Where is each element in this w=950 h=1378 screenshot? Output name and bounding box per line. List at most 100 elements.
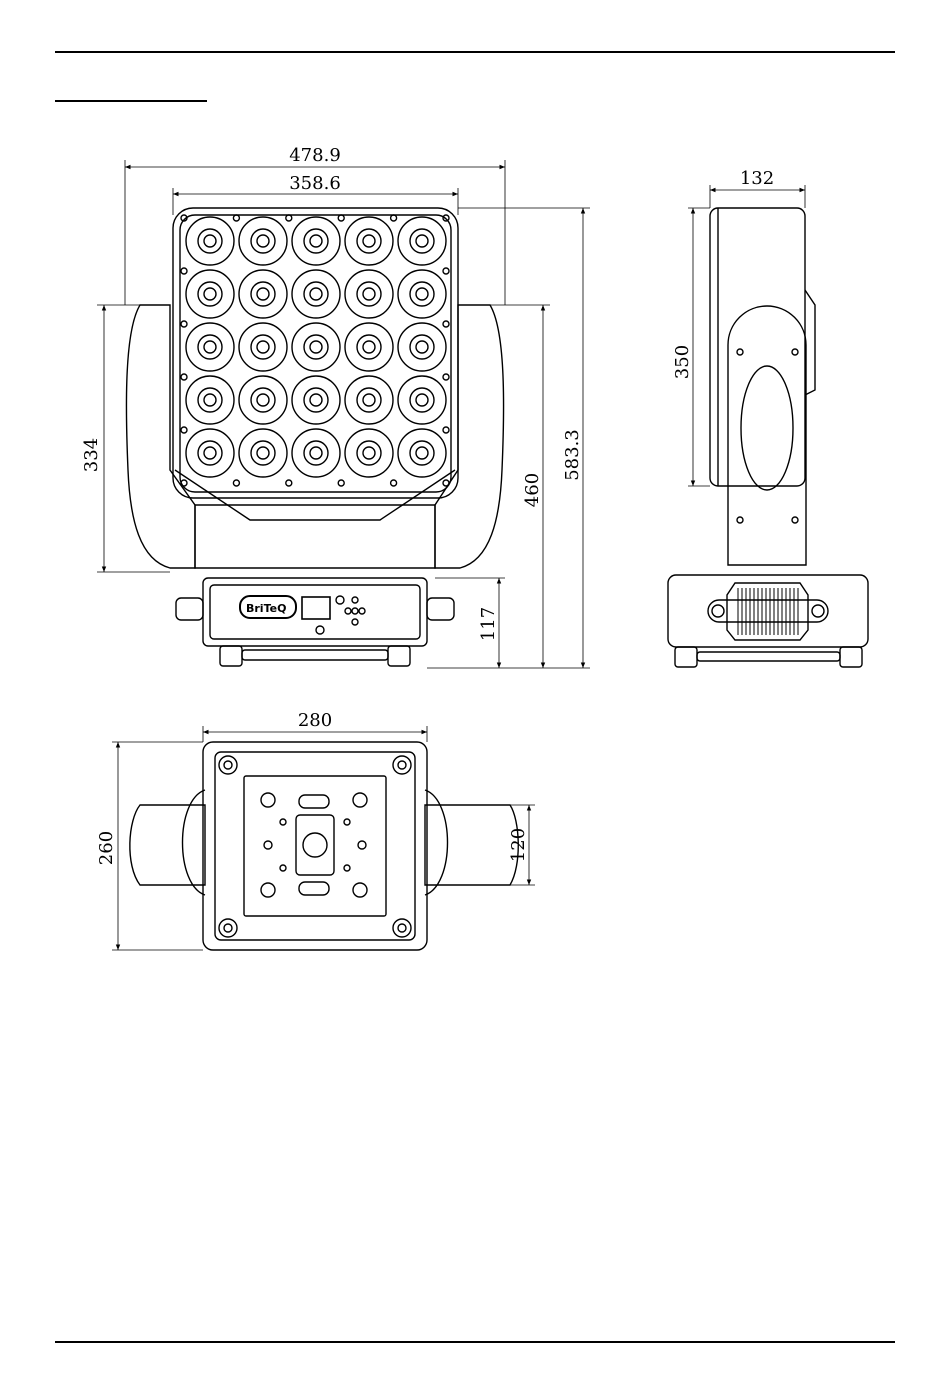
led-ring: [304, 229, 328, 253]
led-ring: [363, 288, 375, 300]
led-ring: [416, 235, 428, 247]
led-ring: [251, 388, 275, 412]
led-ring: [304, 335, 328, 359]
dim-head-width: 358.6: [289, 173, 341, 194]
screw: [391, 215, 397, 221]
led-ring: [204, 394, 216, 406]
led-ring: [310, 447, 322, 459]
led-ring: [410, 335, 434, 359]
led-lens: [186, 429, 234, 477]
led-ring: [416, 394, 428, 406]
led-ring: [198, 441, 222, 465]
led-ring: [363, 341, 375, 353]
led-ring: [257, 341, 269, 353]
screw: [181, 321, 187, 327]
side-base: [668, 575, 868, 647]
led-ring: [257, 288, 269, 300]
dim-yoke-height: 460: [522, 473, 543, 507]
left-base-handle: [176, 598, 203, 620]
led-ring: [304, 441, 328, 465]
led-lens: [398, 323, 446, 371]
led-ring: [357, 388, 381, 412]
led-lens: [345, 270, 393, 318]
led-ring: [204, 341, 216, 353]
led-ring: [204, 235, 216, 247]
screw: [443, 374, 449, 380]
led-lens: [398, 270, 446, 318]
side-head: [710, 208, 805, 486]
bottom-right-arm: [425, 805, 518, 885]
led-ring: [416, 447, 428, 459]
dim-side-depth: 132: [740, 168, 774, 189]
led-lens: [186, 270, 234, 318]
led-lens: [186, 217, 234, 265]
screw: [233, 215, 239, 221]
screw: [181, 268, 187, 274]
led-ring: [416, 341, 428, 353]
led-lens: [398, 376, 446, 424]
dim-arm-height: 334: [81, 438, 102, 472]
screw: [443, 268, 449, 274]
led-lens: [292, 270, 340, 318]
dim-base-height: 117: [478, 607, 499, 641]
side-handle: [708, 600, 828, 622]
dim-overall-width: 478.9: [289, 145, 341, 166]
yoke-base-plate: [195, 505, 435, 568]
led-lens: [186, 376, 234, 424]
led-lens: [239, 217, 287, 265]
led-lens: [292, 323, 340, 371]
led-ring: [198, 388, 222, 412]
bottom-view: [130, 742, 518, 950]
led-lens: [345, 323, 393, 371]
led-ring: [251, 282, 275, 306]
dim-base-width: 280: [298, 710, 332, 731]
bottom-left-arm: [130, 805, 205, 885]
led-ring: [198, 335, 222, 359]
led-lens: [345, 376, 393, 424]
led-ring: [251, 229, 275, 253]
front-base: [203, 578, 427, 646]
side-yoke-arm: [728, 306, 806, 565]
screw: [181, 374, 187, 380]
led-lens: [186, 323, 234, 371]
front-dimension-lines: [97, 160, 590, 668]
led-ring: [363, 394, 375, 406]
screw: [443, 321, 449, 327]
led-lens: [292, 429, 340, 477]
dim-side-head-height: 350: [672, 345, 693, 379]
dim-arm-depth: 120: [508, 828, 529, 862]
dim-overall-height: 583.3: [562, 429, 583, 481]
led-ring: [410, 388, 434, 412]
led-lens: [292, 376, 340, 424]
front-view: [126, 208, 503, 666]
led-ring: [357, 229, 381, 253]
led-lens: [239, 429, 287, 477]
led-ring: [304, 282, 328, 306]
led-lens: [345, 217, 393, 265]
bottom-base-outer: [203, 742, 427, 950]
right-base-handle: [427, 598, 454, 620]
screw: [391, 480, 397, 486]
led-ring: [257, 394, 269, 406]
led-ring: [310, 394, 322, 406]
led-ring: [304, 388, 328, 412]
side-vents: [738, 588, 798, 635]
led-ring: [204, 288, 216, 300]
led-ring: [410, 441, 434, 465]
led-ring: [251, 335, 275, 359]
led-ring: [410, 282, 434, 306]
side-view: [668, 208, 868, 667]
led-ring: [310, 341, 322, 353]
led-ring: [363, 235, 375, 247]
led-ring: [410, 229, 434, 253]
led-lens: [292, 217, 340, 265]
led-lens: [398, 429, 446, 477]
led-ring: [198, 282, 222, 306]
brand-logo: BriTeQ: [246, 602, 286, 615]
screw: [443, 480, 449, 486]
dim-base-depth: 260: [96, 831, 117, 865]
led-lens: [345, 429, 393, 477]
screw: [443, 427, 449, 433]
display-screen: [302, 597, 330, 619]
